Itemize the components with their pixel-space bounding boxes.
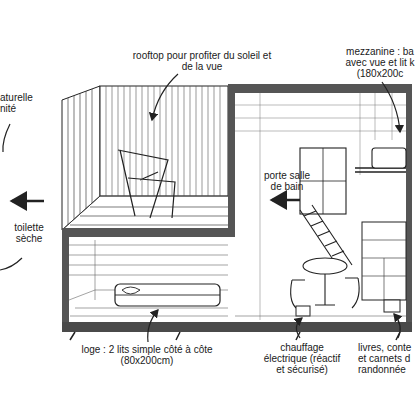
annotation-label: mezzanine : ba avec vue et lit k (180x20…	[338, 46, 420, 79]
loge-walls	[69, 240, 228, 316]
annotation-label: toilette sèche	[4, 222, 54, 244]
pillow	[115, 287, 220, 295]
annotation-label: loge : 2 lits simple côté à côte (80x200…	[72, 344, 222, 366]
annotation-label: livres, conte et carnets d randonnée	[358, 342, 420, 375]
right-wall	[406, 84, 412, 332]
rooftop-side-panel	[62, 86, 100, 230]
arrow-bathroom	[272, 199, 300, 202]
annotation-label: aturelle nité	[0, 92, 36, 114]
mezzanine-bed	[372, 148, 406, 168]
kitchen	[362, 222, 406, 300]
annotation-label: chauffage électrique (réactif et sécuris…	[262, 342, 342, 375]
books-shelf	[384, 300, 400, 312]
main-wall-slats	[235, 93, 406, 320]
railing-slats	[68, 89, 92, 225]
heater	[296, 306, 310, 316]
leader-heater	[296, 318, 302, 338]
left-wall	[62, 228, 69, 332]
annotation-label: porte salle de bain	[258, 170, 316, 192]
rooftop-back-wall	[100, 86, 228, 196]
leader-cropped	[0, 258, 22, 270]
arrow-toilet	[12, 200, 44, 203]
wall-slats	[106, 86, 220, 196]
table-chairs	[291, 274, 359, 308]
leader-books	[394, 314, 400, 338]
deck-slab	[62, 228, 232, 237]
mezzanine-floor	[355, 168, 406, 172]
leader-loge	[148, 310, 158, 342]
main-wall	[228, 84, 235, 237]
leader-mezzanine	[382, 82, 400, 132]
leader-rooftop	[152, 74, 178, 120]
floor-slab	[62, 322, 412, 332]
lounge-chair	[118, 150, 175, 218]
wheels	[70, 332, 400, 340]
round-table	[303, 258, 347, 274]
rooftop-deck	[62, 196, 228, 230]
beds	[115, 284, 220, 306]
main-floor	[235, 316, 406, 317]
kitchen-shelves	[362, 240, 406, 300]
annotation-label: rooftop pour profiter du soleil et de la…	[132, 50, 272, 72]
leader-cropped	[3, 124, 10, 152]
